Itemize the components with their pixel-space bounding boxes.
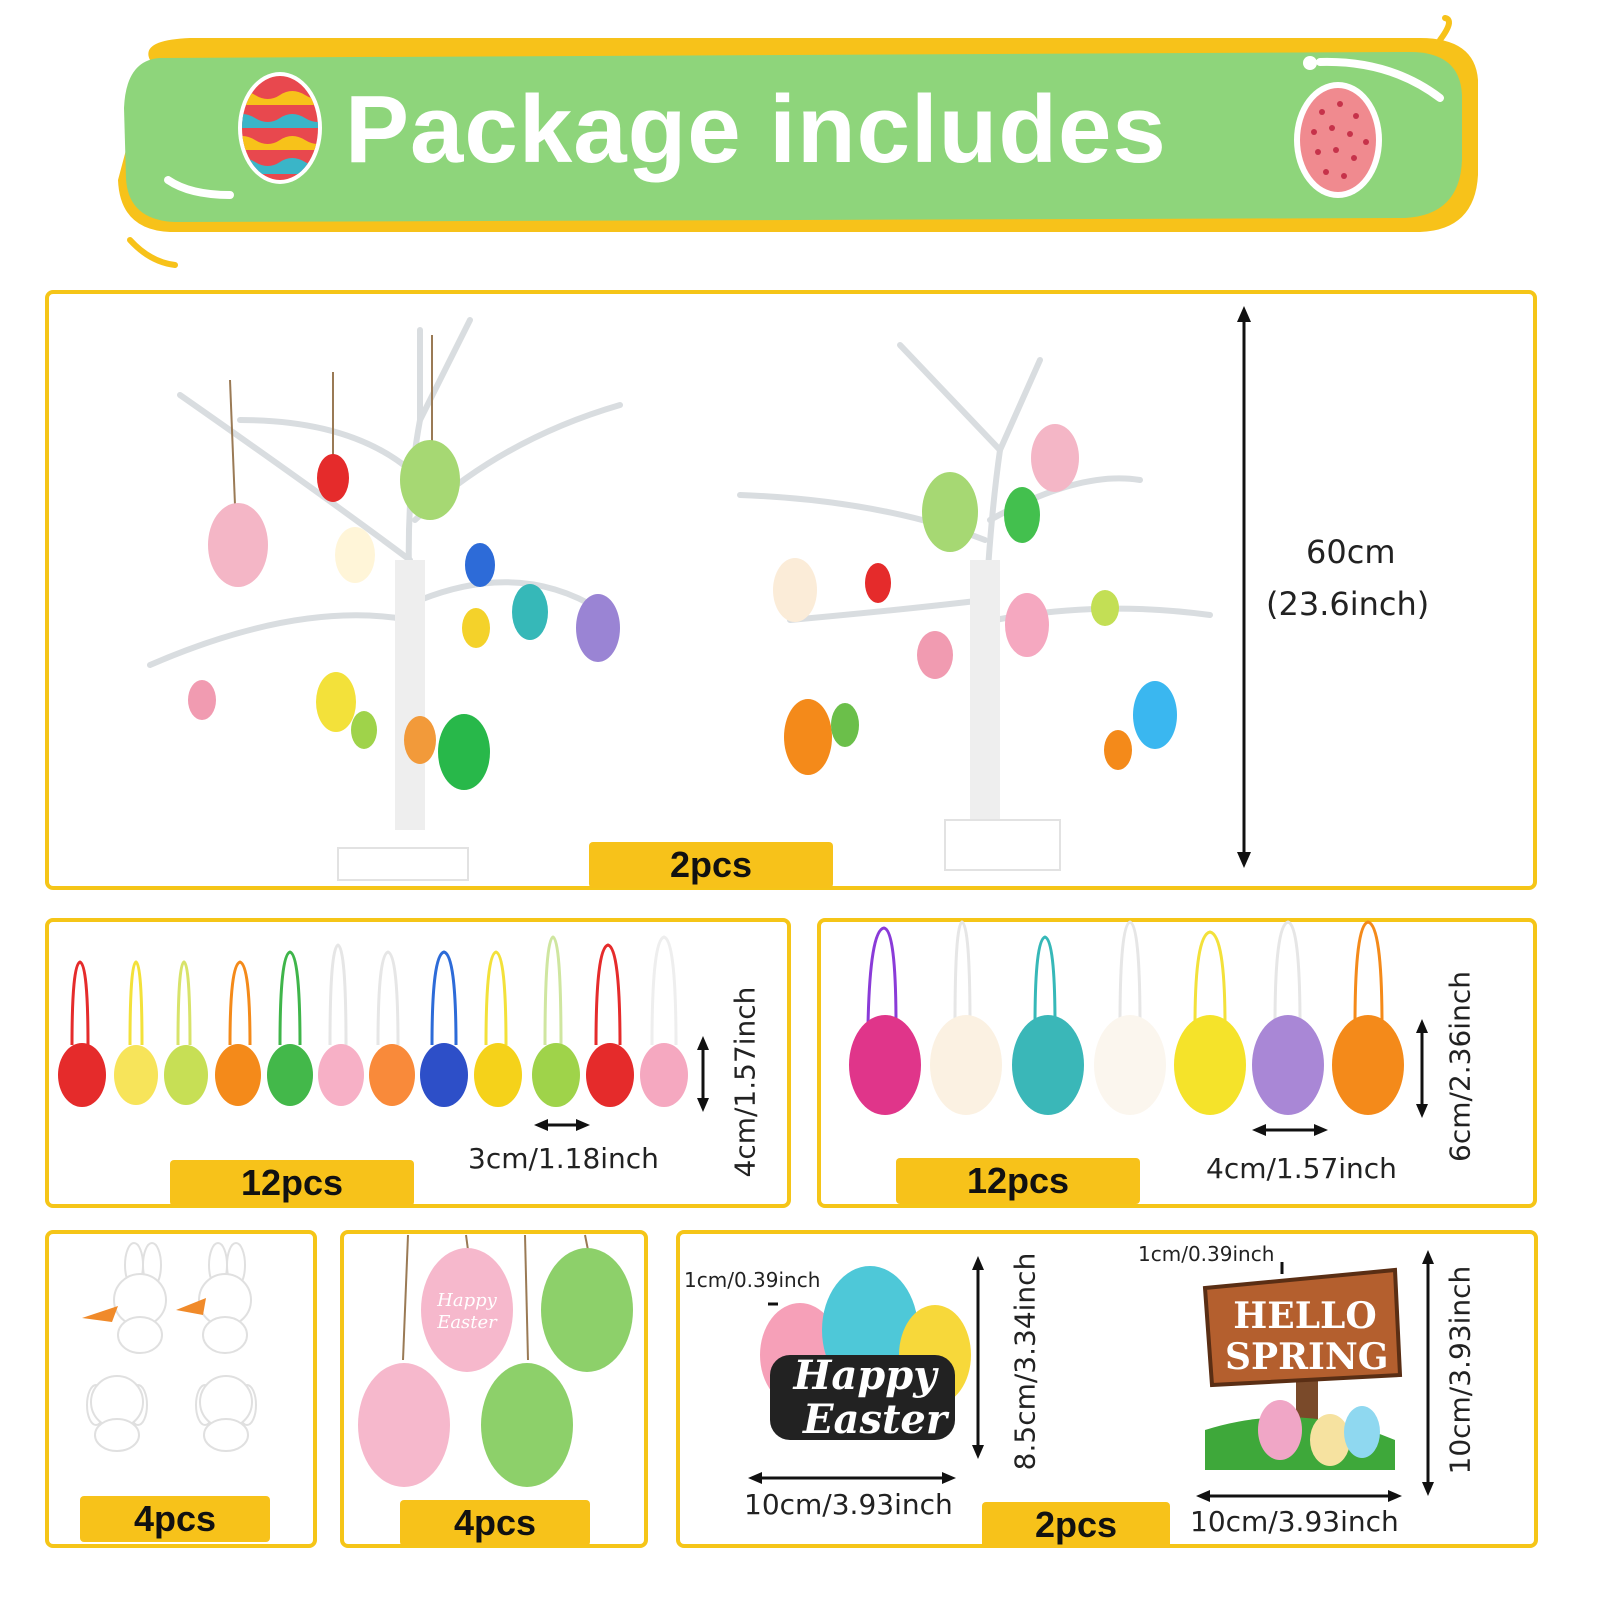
right-sign-height: 10cm/3.93inch — [1443, 1265, 1477, 1475]
small-egg-width-label: 3cm/1.18inch — [468, 1142, 659, 1175]
header-banner: Package includes — [0, 0, 1601, 280]
hello-spring-line1: HELLO — [1233, 1295, 1377, 1337]
small-eggs-count-badge: 12pcs — [170, 1160, 414, 1206]
happy-easter-line1: Happy — [793, 1352, 937, 1399]
right-sign-width: 10cm/3.93inch — [1190, 1505, 1399, 1538]
banner-shape — [118, 15, 1478, 268]
happy-easter-line2: Easter — [803, 1396, 947, 1443]
hello-spring-line2: SPRING — [1225, 1336, 1389, 1378]
dotted-egg-icon — [1294, 82, 1382, 198]
signs-count-badge: 2pcs — [982, 1502, 1170, 1548]
tree-height-cm: 60cm — [1306, 533, 1396, 571]
right-sign-thickness: 1cm/0.39inch — [1138, 1242, 1275, 1266]
wood-eggs-count-badge: 4pcs — [400, 1500, 590, 1546]
striped-egg-icon — [238, 72, 322, 184]
wood-egg-text: Happy Easter — [437, 1290, 497, 1333]
large-egg-width-label: 4cm/1.57inch — [1206, 1152, 1397, 1185]
tree-height-inch: (23.6inch) — [1266, 585, 1430, 623]
bunnies-count-badge: 4pcs — [80, 1496, 270, 1542]
left-sign-width: 10cm/3.93inch — [744, 1488, 953, 1521]
page-title: Package includes — [345, 76, 1167, 183]
left-sign-thickness: 1cm/0.39inch — [684, 1268, 821, 1292]
large-eggs-count-badge: 12pcs — [896, 1158, 1140, 1204]
trees-count-badge: 2pcs — [589, 842, 833, 888]
